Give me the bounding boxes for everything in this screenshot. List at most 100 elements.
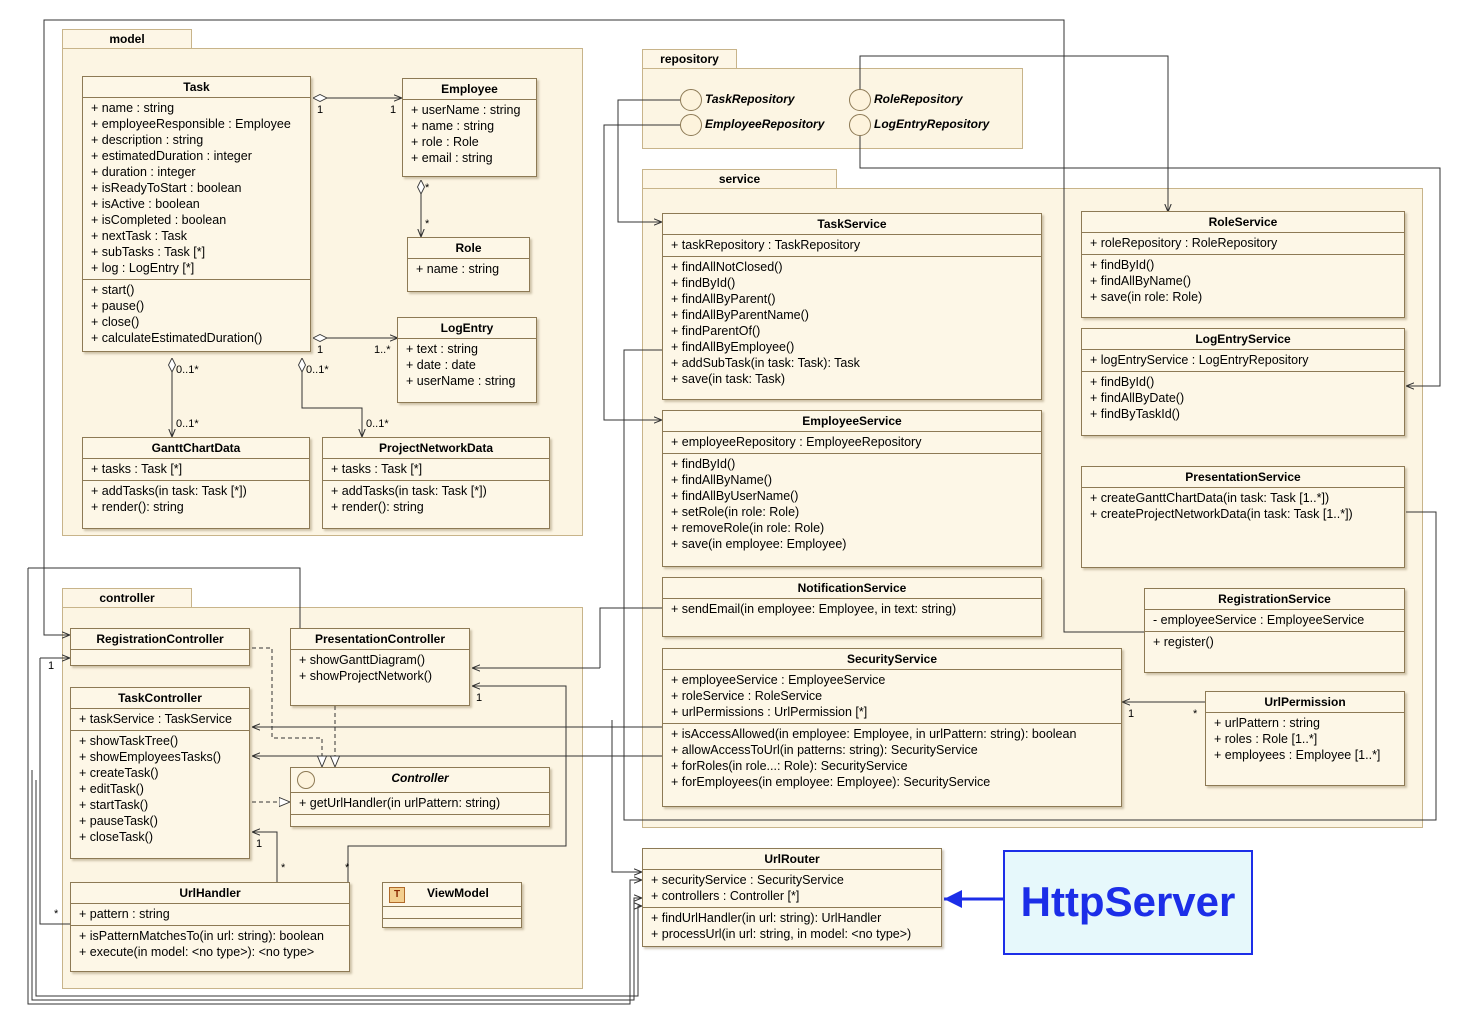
class-attribute-compartment: + showGanttDiagram()+ showProjectNetwork… [291, 650, 469, 687]
class-task-controller[interactable]: TaskController+ taskService : TaskServic… [70, 687, 250, 859]
multiplicity-label: 0..1* [176, 364, 199, 376]
class-operation-compartment: + findUrlHandler(in url: string): UrlHan… [643, 908, 941, 945]
class-attribute: + subTasks : Task [*] [91, 245, 206, 259]
class-operation: + findAllByEmployee() [671, 340, 795, 354]
multiplicity-label: 1 [476, 692, 483, 704]
class-attribute: + role : Role [411, 135, 479, 149]
class-name: UrlHandler [71, 883, 349, 904]
class-attribute: + roles : Role [1..*] [1214, 732, 1318, 746]
class-attribute: + controllers : Controller [*] [651, 889, 800, 903]
class-operation: + start() [91, 283, 135, 297]
class-registration-service[interactable]: RegistrationService - employeeService : E… [1144, 588, 1405, 673]
class-attribute: + roleRepository : RoleRepository [1090, 236, 1278, 250]
class-operation: + findAllByName() [1090, 274, 1192, 288]
class-employee-service[interactable]: EmployeeService+ employeeRepository : Em… [662, 410, 1042, 567]
class-role-service[interactable]: RoleService+ roleRepository : RoleReposi… [1081, 211, 1405, 318]
class-operation: + findAllNotClosed() [671, 260, 783, 274]
class-operation: + findAllByParentName() [671, 308, 809, 322]
class-employee[interactable]: Employee+ userName : string+ name : stri… [402, 78, 537, 177]
class-operation: + save(in employee: Employee) [671, 537, 847, 551]
class-project-network-data[interactable]: ProjectNetworkData+ tasks : Task [*]+ ad… [322, 437, 550, 529]
class-url-handler[interactable]: UrlHandler + pattern : string + isPatternM… [70, 882, 350, 972]
class-operation: + addTasks(in task: Task [*]) [91, 484, 247, 498]
multiplicity-label: * [281, 862, 286, 874]
multiplicity-label: * [345, 862, 350, 874]
interface-icon [849, 114, 871, 136]
class-gantt-chart-data[interactable]: GanttChartData+ tasks : Task [*]+ addTas… [82, 437, 310, 529]
class-operation: + execute(in model: <no type>): <no type… [79, 945, 315, 959]
multiplicity-label: 1 [48, 660, 55, 672]
package-tab-repository: repository [642, 49, 737, 69]
class-operation: + findByTaskId() [1090, 407, 1180, 421]
class-notification-service[interactable]: NotificationService+ sendEmail(in employ… [662, 577, 1042, 637]
class-name: LogEntryService [1082, 329, 1404, 350]
class-name: LogEntry [398, 318, 536, 339]
class-url-router[interactable]: UrlRouter + securityService : SecuritySer… [642, 848, 942, 947]
class-task[interactable]: Task+ name : string+ employeeResponsible… [82, 76, 311, 352]
class-name: NotificationService [663, 578, 1041, 599]
class-operation: + isPatternMatchesTo(in url: string): bo… [79, 929, 324, 943]
class-operation: + render(): string [331, 500, 424, 514]
class-attribute: + securityService : SecurityService [651, 873, 844, 887]
class-attribute: + name : string [411, 119, 495, 133]
class-attribute-compartment: + pattern : string [71, 904, 349, 926]
class-operation: + findAllByUserName() [671, 489, 799, 503]
class-attribute: + name : string [91, 101, 175, 115]
class-attribute: + nextTask : Task [91, 229, 187, 243]
class-attribute: + duration : integer [91, 165, 196, 179]
class-attribute: + isCompleted : boolean [91, 213, 227, 227]
class-name: ProjectNetworkData [323, 438, 549, 459]
class-task-service[interactable]: TaskService+ taskRepository : TaskReposi… [662, 213, 1042, 400]
class-log-entry[interactable]: LogEntry+ text : string+ date : date+ us… [397, 317, 537, 403]
class-operation: + register() [1153, 635, 1214, 649]
class-attribute: - employeeService : EmployeeService [1153, 613, 1365, 627]
interface-icon [297, 771, 315, 789]
class-attribute: + tasks : Task [*] [91, 462, 183, 476]
class-log-entry-service[interactable]: LogEntryService + logEntryService : LogEn… [1081, 328, 1405, 436]
class-attribute-compartment: + employeeRepository : EmployeeRepositor… [663, 432, 1041, 454]
class-operation: + findUrlHandler(in url: string): UrlHan… [651, 911, 882, 925]
class-name: RegistrationController [71, 629, 249, 650]
class-name: UrlRouter [643, 849, 941, 870]
multiplicity-label: 0..1* [176, 418, 199, 430]
class-registration-controller[interactable]: RegistrationController [70, 628, 250, 666]
class-operation: + setRole(in role: Role) [671, 505, 800, 519]
http-server-box[interactable]: HttpServer [1003, 850, 1253, 955]
class-operation: + pauseTask() [79, 814, 158, 828]
class-attribute: + logEntryService : LogEntryRepository [1090, 353, 1309, 367]
multiplicity-label: * [54, 908, 59, 920]
class-attribute: + employeeService : EmployeeService [671, 673, 886, 687]
class-attribute: + date : date [406, 358, 476, 372]
class-operation: + render(): string [91, 500, 184, 514]
class-attribute: + showGanttDiagram() [299, 653, 426, 667]
class-attribute-compartment: + logEntryService : LogEntryRepository [1082, 350, 1404, 372]
class-controller-interface[interactable]: Controller + getUrlHandler(in urlPattern… [290, 767, 550, 827]
class-url-permission[interactable]: UrlPermission+ urlPattern : string+ role… [1205, 691, 1405, 786]
class-name: TaskController [71, 688, 249, 709]
class-attribute: + pattern : string [79, 907, 170, 921]
class-attribute: + employees : Employee [1..*] [1214, 748, 1381, 762]
class-operation: + createTask() [79, 766, 159, 780]
class-controller-name: Controller [391, 771, 449, 785]
class-attribute: + urlPermissions : UrlPermission [*] [671, 705, 868, 719]
class-attribute: + email : string [411, 151, 493, 165]
class-attribute: + employeeResponsible : Employee [91, 117, 291, 131]
class-role[interactable]: Role+ name : string [407, 237, 530, 292]
class-attribute-compartment: + name : string [408, 259, 529, 280]
class-operation: + findAllByName() [671, 473, 773, 487]
class-operation: + findById() [1090, 258, 1155, 272]
interface-role-repository: RoleRepository [849, 89, 963, 111]
class-name: SecurityService [663, 649, 1121, 670]
class-attribute: + userName : string [411, 103, 521, 117]
class-presentation-controller[interactable]: PresentationController+ showGanttDiagram… [290, 628, 470, 706]
class-operation-compartment: + isPatternMatchesTo(in url: string): bo… [71, 926, 349, 963]
class-presentation-service[interactable]: PresentationService+ createGanttChartDat… [1081, 466, 1405, 568]
multiplicity-label: 1 [317, 104, 324, 116]
class-operation: + forRoles(in role...: Role): SecuritySe… [671, 759, 908, 773]
class-operation: + addSubTask(in task: Task): Task [671, 356, 860, 370]
class-attribute: + log : LogEntry [*] [91, 261, 195, 275]
class-name: RegistrationService [1145, 589, 1404, 610]
class-security-service[interactable]: SecurityService + employeeService : Emplo… [662, 648, 1122, 807]
class-operation-compartment: + findById()+ findAllByName()+ findAllBy… [663, 454, 1041, 555]
